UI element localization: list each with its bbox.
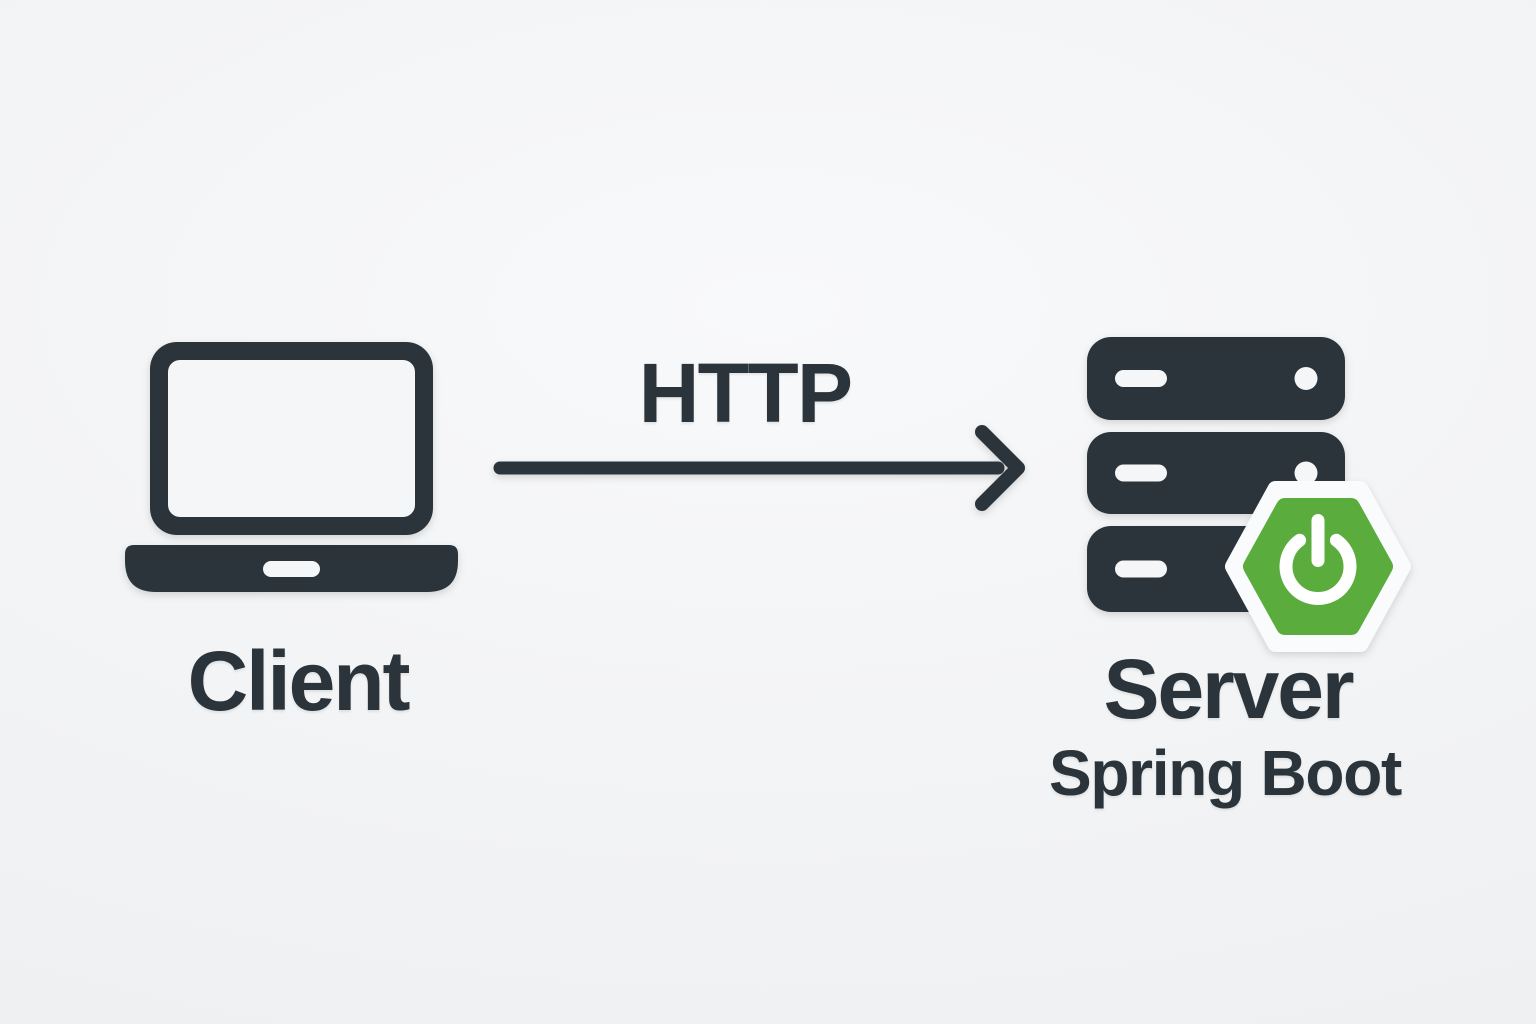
client-label: Client	[187, 634, 411, 728]
arrow-right-icon	[493, 425, 1025, 511]
arrow-head	[975, 425, 1025, 511]
server-rack-icon	[1087, 337, 1411, 652]
laptop-notch	[263, 561, 320, 577]
laptop-screen	[168, 360, 415, 517]
server-unit-1	[1087, 337, 1345, 420]
server-slot-2	[1115, 464, 1167, 482]
server-slot-3	[1115, 560, 1167, 578]
power-ring	[1279, 533, 1357, 605]
server-led-2	[1294, 461, 1318, 485]
server-led-1	[1294, 367, 1318, 390]
server-label: Server	[1103, 642, 1355, 736]
server-slot-1	[1115, 370, 1167, 387]
spring-boot-power-icon	[1225, 481, 1411, 652]
laptop-icon	[125, 342, 458, 592]
server-platform-label: Spring Boot	[1048, 737, 1402, 809]
connection-label: HTTP	[638, 346, 853, 440]
